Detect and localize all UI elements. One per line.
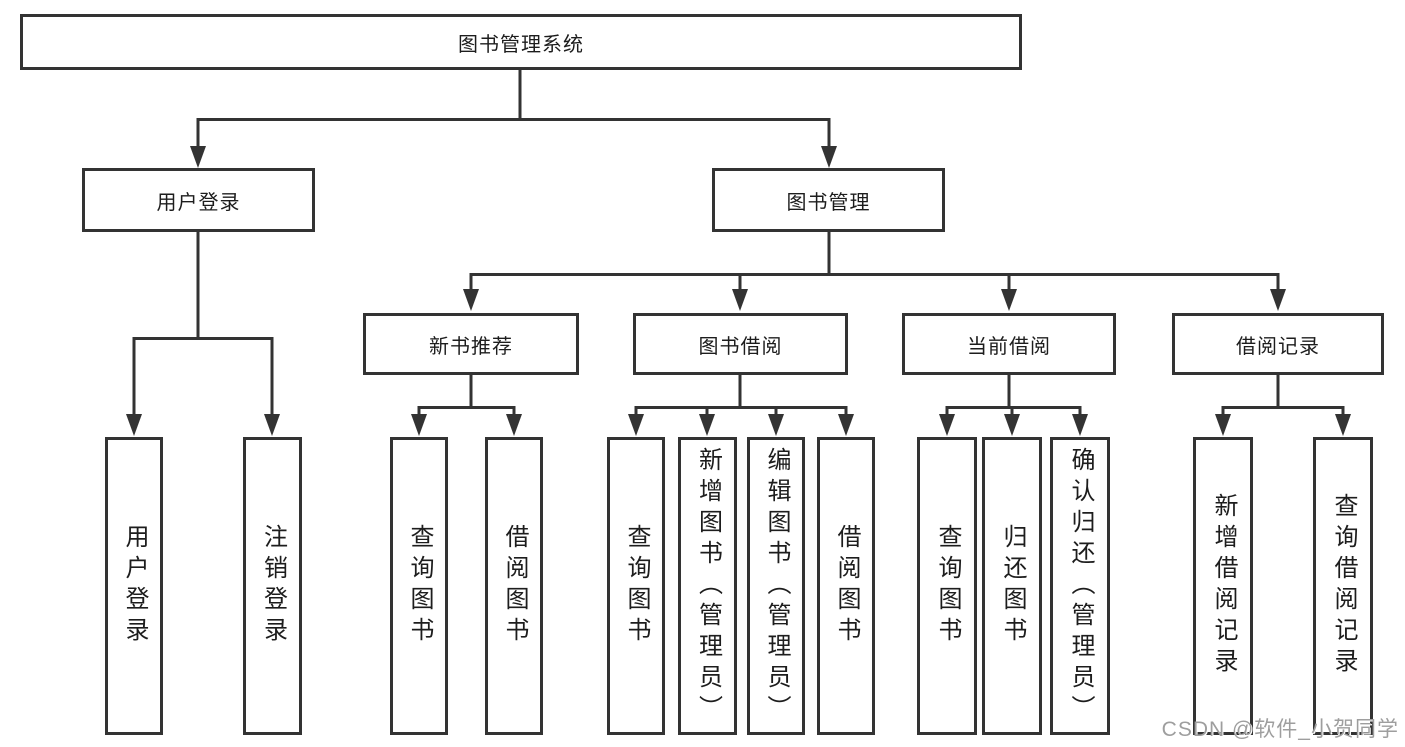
node-label: 图书管理系统 [458,33,584,56]
connector-book-management-to-level3 [469,232,1280,293]
connector-line [132,232,274,418]
node-label: 图书借阅 [698,335,783,358]
node-current-borrowing: 当前借阅 [902,313,1116,375]
connector-user-login-to-leaves [132,232,274,418]
leaf-edit-books-admin: 编辑图书（管理员） [747,437,805,735]
connector-borrowing-records-to-leaves [1221,375,1345,418]
leaf-confirm-return-admin: 确认归还（管理员） [1050,437,1110,735]
leaf-label: 新增图书（管理员） [694,446,722,726]
node-label: 新书推荐 [429,335,513,358]
leaf-add-borrow-record: 新增借阅记录 [1193,437,1253,735]
leaf-label: 借阅图书 [833,524,860,648]
node-user-login: 用户登录 [82,168,315,232]
arrow-down-icon [628,414,644,436]
leaf-label: 归还图书 [999,524,1026,648]
leaf-return-books: 归还图书 [982,437,1042,735]
connector-book-borrowing-to-leaves [634,375,848,418]
arrow-down-icon [1072,414,1088,436]
leaf-borrow-books-recommendation: 借阅图书 [485,437,543,735]
leaf-label: 查询借阅记录 [1330,493,1357,679]
connector-root-to-level2 [196,70,831,150]
leaf-user-login: 用户登录 [105,437,163,735]
node-new-book-recommendation: 新书推荐 [363,313,579,375]
leaf-query-books-current: 查询图书 [917,437,977,735]
leaf-label: 用户登录 [121,524,148,648]
arrow-down-icon [126,414,142,436]
leaf-logout: 注销登录 [243,437,302,735]
node-label: 当前借阅 [967,335,1051,358]
arrow-down-icon [1335,414,1351,436]
connector-line [469,232,1280,293]
leaf-query-books-borrowing: 查询图书 [607,437,665,735]
leaf-label: 注销登录 [259,524,287,648]
arrow-down-icon [1001,289,1017,311]
node-label: 图书管理 [786,191,871,214]
leaf-query-borrow-record: 查询借阅记录 [1313,437,1373,735]
leaf-query-books-recommendation: 查询图书 [390,437,448,735]
leaf-label: 确认归还（管理员） [1067,446,1094,726]
connector-line [634,375,848,418]
arrow-down-icon [1215,414,1231,436]
leaf-label: 编辑图书（管理员） [763,446,790,726]
arrow-down-icon [506,414,522,436]
connector-current-borrowing-to-leaves [945,375,1082,418]
arrow-down-icon [939,414,955,436]
leaf-label: 借阅图书 [501,524,528,648]
leaf-borrow-books: 借阅图书 [817,437,875,735]
node-label: 用户登录 [156,191,241,214]
arrow-down-icon [264,414,280,436]
arrow-down-icon [190,146,206,168]
arrow-down-icon [838,414,854,436]
leaf-add-books-admin: 新增图书（管理员） [678,437,737,735]
node-book-borrowing: 图书借阅 [633,313,848,375]
node-label: 借阅记录 [1236,335,1320,358]
arrow-down-icon [463,289,479,311]
arrow-down-icon [821,146,837,168]
node-book-management: 图书管理 [712,168,945,232]
leaf-label: 查询图书 [934,524,961,648]
arrow-down-icon [411,414,427,436]
node-borrowing-records: 借阅记录 [1172,313,1384,375]
leaf-label: 新增借阅记录 [1210,493,1237,679]
connector-line [196,70,831,150]
leaf-label: 查询图书 [406,524,433,648]
connector-line [945,375,1082,418]
arrow-down-icon [699,414,715,436]
node-library-system: 图书管理系统 [20,14,1022,70]
connector-new-book-recommendation-to-leaves [417,375,516,418]
connector-line [1221,375,1345,418]
watermark: CSDN @软件_小贺同学 [1161,718,1399,741]
arrow-down-icon [768,414,784,436]
arrow-down-icon [1004,414,1020,436]
arrow-down-icon [732,289,748,311]
connector-line [417,375,516,418]
arrow-down-icon [1270,289,1286,311]
leaf-label: 查询图书 [623,524,650,648]
